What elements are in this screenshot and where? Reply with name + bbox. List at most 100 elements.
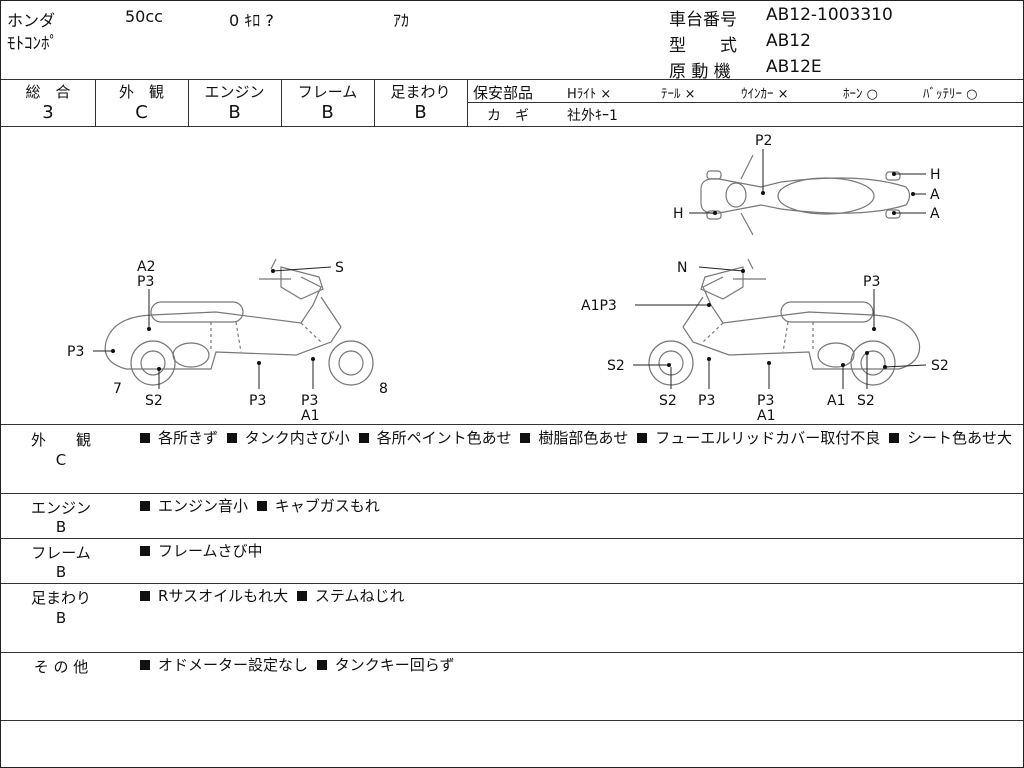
grade-value: C xyxy=(135,102,148,123)
label-top-a-right1: A xyxy=(930,187,940,203)
scooter-top-view xyxy=(700,154,911,236)
note: 樹脂部色あせ xyxy=(538,429,629,447)
section-grade: B xyxy=(55,518,67,536)
note: オドメーター設定なし xyxy=(158,656,309,674)
label-top-h-right: H xyxy=(930,167,941,183)
label-left-s2: S2 xyxy=(145,393,163,409)
label-right-s2-rear: S2 xyxy=(931,358,949,374)
label-left-p3-rear: P3 xyxy=(301,393,318,409)
label-right-a1-mid: A1 xyxy=(757,408,775,423)
bullet-icon xyxy=(256,501,267,511)
bullet-icon xyxy=(140,591,150,601)
label-right-p3-step: P3 xyxy=(698,393,715,409)
color: ｱｶ xyxy=(393,11,410,30)
section-notes: 各所きず タンク内さび小 各所ペイント色あせ 樹脂部色あせ フューエルリッドカバ… xyxy=(136,427,1016,449)
safety-headlight: Hﾗｲﾄ × xyxy=(567,87,612,102)
model-name: ﾓﾄｺﾝﾎﾟ xyxy=(7,34,58,54)
bullet-icon xyxy=(140,546,150,556)
label-top-h-left: H xyxy=(673,206,684,222)
note: タンクキー回らず xyxy=(334,656,455,674)
grade-label: エンジン xyxy=(204,83,265,101)
safety-battery: ﾊﾞｯﾃﾘｰ ○ xyxy=(923,87,978,102)
label-right-p3-upper: P3 xyxy=(863,274,880,290)
note: 各所ペイント色あせ xyxy=(376,429,512,447)
section-title: 外 観 xyxy=(30,431,91,449)
label-top-a-right2: A xyxy=(930,206,940,222)
note: キャブガスもれ xyxy=(274,497,380,515)
safety-label: 保安部品 xyxy=(473,84,534,102)
bullet-icon xyxy=(140,660,150,670)
section-notes: オドメーター設定なし タンクキー回らず xyxy=(136,654,1016,676)
bullet-icon xyxy=(888,433,899,443)
bullet-icon xyxy=(226,433,237,443)
note: Rサスオイルもれ大 xyxy=(158,587,289,605)
grade-value: B xyxy=(414,102,427,123)
engine-label: 原 動 機 xyxy=(669,62,731,82)
label-left-a1: A1 xyxy=(301,408,319,423)
note: フレームさび中 xyxy=(158,542,263,560)
section-title: エンジン xyxy=(30,499,91,517)
safety-winker: ｳｲﾝｶｰ × xyxy=(741,87,789,102)
section-grade: B xyxy=(55,563,67,581)
type-value: AB12 xyxy=(766,31,811,51)
bullet-icon xyxy=(296,591,307,601)
label-left-8: 8 xyxy=(379,381,388,397)
label-right-s2-bottom: S2 xyxy=(659,393,677,409)
label-right-n: N xyxy=(677,260,687,276)
label-left-p3-mid: P3 xyxy=(249,393,266,409)
grade-label: 外 観 xyxy=(118,83,164,101)
grade-value: B xyxy=(228,102,241,123)
section-title: 足まわり xyxy=(30,589,91,607)
label-top-p2: P2 xyxy=(755,133,772,149)
engine-value: AB12E xyxy=(766,57,822,77)
label-right-a1-rear: A1 xyxy=(827,393,845,409)
displacement: 50cc xyxy=(125,7,163,26)
label-left-p3-front: P3 xyxy=(67,344,84,360)
note: 各所きず xyxy=(158,429,219,447)
scooter-right-view xyxy=(648,258,921,386)
maker: ホンダ xyxy=(7,11,56,30)
type-label: 型 式 xyxy=(669,36,737,56)
note: エンジン音小 xyxy=(158,497,249,515)
scooter-left-view xyxy=(104,258,374,386)
section-title: フレーム xyxy=(31,544,91,562)
safety-horn: ﾎｰﾝ ○ xyxy=(843,87,878,102)
section-title: そ の 他 xyxy=(33,658,89,676)
bullet-icon xyxy=(358,433,369,443)
label-right-p3-mid: P3 xyxy=(757,393,774,409)
bullet-icon xyxy=(520,433,531,443)
key-label: カ ギ xyxy=(487,108,529,124)
mileage: 0 ｷﾛ ? xyxy=(229,11,274,30)
damage-diagram: P2 H A H A A2 P3 S P3 7 S2 P3 P3 A1 8 N … xyxy=(67,133,949,423)
label-left-7: 7 xyxy=(113,381,122,397)
key-value: 社外ｷｰ1 xyxy=(567,108,618,124)
label-left-p3-upper: P3 xyxy=(137,274,154,290)
note: タンク内さび小 xyxy=(244,429,350,447)
grade-value: B xyxy=(321,102,334,123)
label-right-s2-front: S2 xyxy=(607,358,625,374)
frame-no: AB12-1003310 xyxy=(766,5,893,25)
note: シート色あせ大 xyxy=(906,429,1012,447)
section-notes: Rサスオイルもれ大 ステムねじれ xyxy=(136,585,1016,607)
grade-label: 総 合 xyxy=(25,83,71,101)
section-notes: フレームさび中 xyxy=(136,540,1016,562)
section-grade: C xyxy=(55,451,67,469)
bullet-icon xyxy=(140,501,150,511)
label-left-a2: A2 xyxy=(137,259,155,275)
label-right-s2-swing: S2 xyxy=(857,393,875,409)
note: ステムねじれ xyxy=(314,587,405,605)
frame-no-label: 車台番号 xyxy=(669,10,737,30)
safety-tail: ﾃｰﾙ × xyxy=(661,87,696,102)
bullet-icon xyxy=(637,433,648,443)
grade-value: 3 xyxy=(42,102,54,123)
grade-label: 足まわり xyxy=(390,83,451,101)
section-grade: B xyxy=(55,609,67,627)
label-left-s: S xyxy=(335,260,344,276)
bullet-icon xyxy=(316,660,327,670)
section-notes: エンジン音小 キャブガスもれ xyxy=(136,495,1016,517)
label-right-a1p3: A1P3 xyxy=(581,298,617,314)
bullet-icon xyxy=(140,433,150,443)
grade-label: フレーム xyxy=(297,83,358,101)
note: フューエルリッドカバー取付不良 xyxy=(655,429,881,447)
